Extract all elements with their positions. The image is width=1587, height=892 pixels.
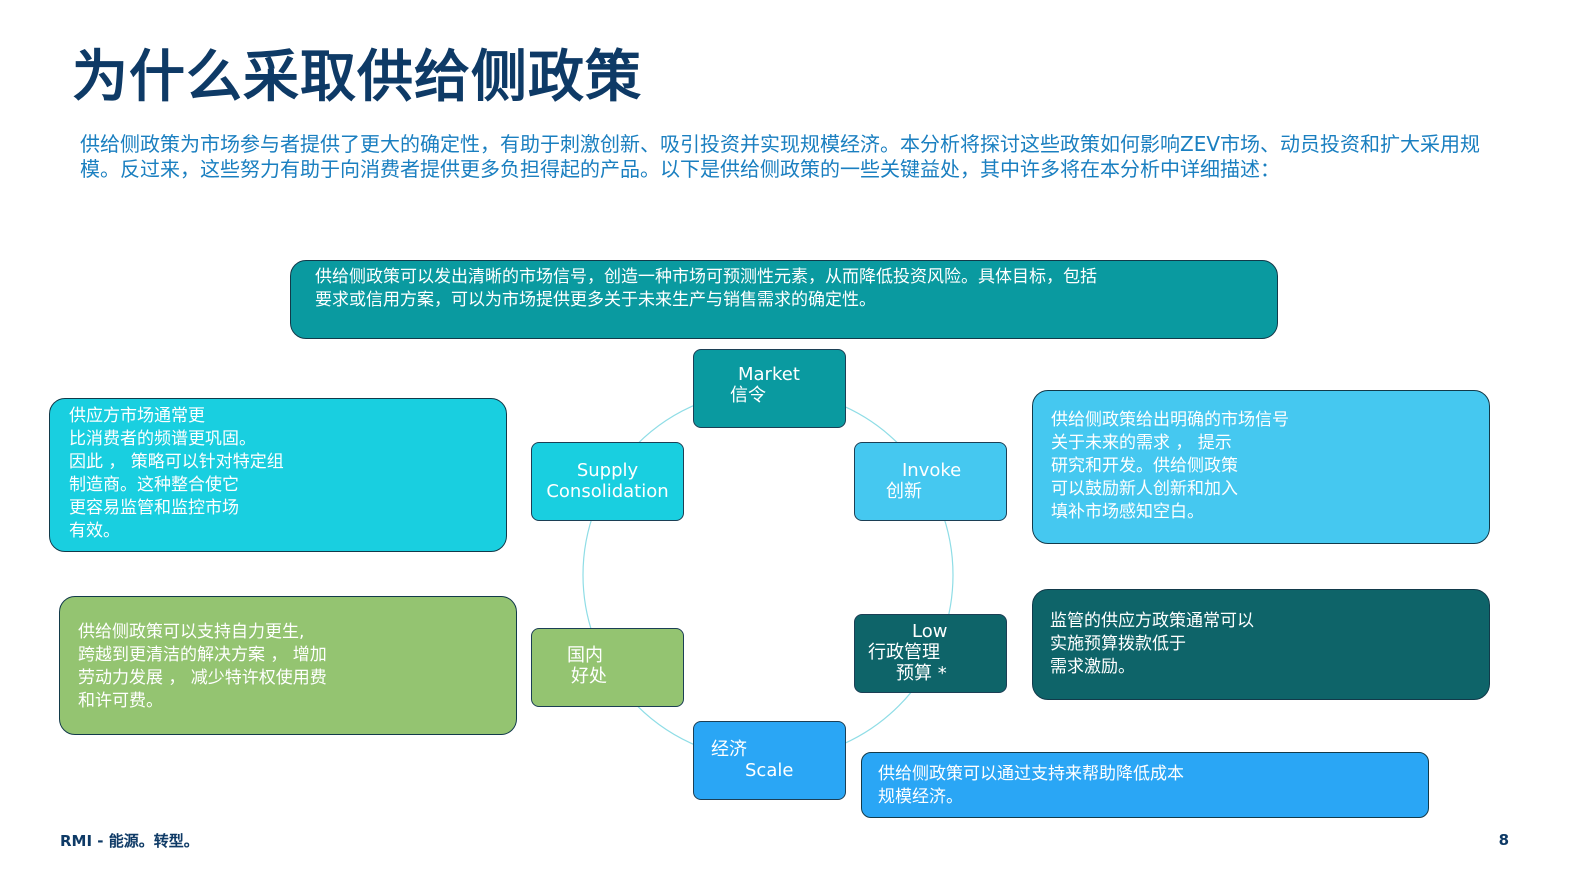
market-description-line-1: 供给侧政策可以发出清晰的市场信号，创造一种市场可预测性元素，从而降低投资风险。具…: [315, 267, 1097, 287]
supply-description-line-6: 有效。: [69, 521, 120, 541]
supply-description-line-2: 比消费者的频谱更巩固。: [69, 429, 256, 449]
scale-economy-node: 经济 Scale: [693, 721, 846, 800]
domestic-description-line-1: 供给侧政策可以支持自力更生,: [78, 622, 305, 642]
page-number: 8: [1498, 831, 1509, 849]
invoke-description-line-4: 可以鼓励新人创新和加入: [1051, 479, 1238, 499]
market-node-line-1: Market: [738, 364, 800, 385]
invoke-description-line-1: 供给侧政策给出明确的市场信号: [1051, 410, 1289, 430]
invoke-description-line-2: 关于未来的需求 ， 提示: [1051, 433, 1232, 453]
low-description-line-2: 实施预算拨款低于: [1050, 634, 1186, 654]
domestic-node-line-1: 国内: [567, 645, 603, 666]
domestic-description-line-2: 跨越到更清洁的解决方案 ， 增加: [78, 645, 327, 665]
invoke-innovation-node: Invoke 创新: [854, 442, 1007, 521]
invoke-node-line-2: 创新: [886, 481, 922, 502]
supply-description-line-4: 制造商。这种整合使它: [69, 475, 239, 495]
invoke-description-line-5: 填补市场感知空白。: [1051, 502, 1204, 522]
supply-description-line-1: 供应方市场通常更: [69, 406, 205, 426]
supply-node-line-1: Supply: [576, 460, 639, 481]
low-node-line-2: 行政管理: [868, 642, 940, 663]
supply-node-line-2: Consolidation: [546, 481, 669, 502]
market-signal-node: Market 信令: [693, 349, 846, 428]
low-admin-budget-node: Low 行政管理 预算 *: [854, 614, 1007, 693]
supply-description-line-3: 因此 ， 策略可以针对特定组: [69, 452, 284, 472]
low-description-line-1: 监管的供应方政策通常可以: [1050, 611, 1254, 631]
invoke-description-box: 供给侧政策给出明确的市场信号 关于未来的需求 ， 提示 研究和开发。供给侧政策 …: [1032, 390, 1490, 544]
scale-node-line-1: 经济: [711, 739, 747, 760]
invoke-node-line-1: Invoke: [902, 460, 962, 481]
scale-description-line-1: 供给侧政策可以通过支持来帮助降低成本: [878, 764, 1184, 784]
low-node-line-1: Low: [912, 621, 948, 642]
scale-description-line-2: 规模经济。: [878, 787, 963, 807]
low-node-line-3: 预算 *: [896, 663, 947, 684]
domestic-benefits-node: 国内 好处: [531, 628, 684, 707]
scale-description-box: 供给侧政策可以通过支持来帮助降低成本 规模经济。: [861, 752, 1429, 818]
low-description-line-3: 需求激励。: [1050, 657, 1135, 677]
page-title: 为什么采取供给侧政策: [72, 45, 642, 110]
market-node-line-2: 信令: [730, 385, 766, 406]
domestic-description-line-3: 劳动力发展 ， 减少特许权使用费: [78, 668, 327, 688]
market-description-box: 供给侧政策可以发出清晰的市场信号，创造一种市场可预测性元素，从而降低投资风险。具…: [290, 260, 1278, 339]
market-description-line-2: 要求或信用方案，可以为市场提供更多关于未来生产与销售需求的确定性。: [315, 290, 876, 310]
supply-consolidation-node: Supply Consolidation: [531, 442, 684, 521]
low-description-box: 监管的供应方政策通常可以 实施预算拨款低于 需求激励。: [1032, 589, 1490, 700]
invoke-description-line-3: 研究和开发。供给侧政策: [1051, 456, 1238, 476]
supply-description-box: 供应方市场通常更 比消费者的频谱更巩固。 因此 ， 策略可以针对特定组 制造商。…: [49, 398, 507, 552]
intro-paragraph: 供给侧政策为市场参与者提供了更大的确定性，有助于刺激创新、吸引投资并实现规模经济…: [80, 132, 1481, 181]
footer-org: RMI - 能源。转型。: [60, 832, 199, 850]
domestic-description-line-4: 和许可费。: [78, 691, 163, 711]
scale-node-line-2: Scale: [745, 760, 794, 781]
supply-description-line-5: 更容易监管和监控市场: [69, 498, 239, 518]
domestic-description-box: 供给侧政策可以支持自力更生, 跨越到更清洁的解决方案 ， 增加 劳动力发展 ， …: [59, 596, 517, 735]
domestic-node-line-2: 好处: [571, 666, 607, 687]
